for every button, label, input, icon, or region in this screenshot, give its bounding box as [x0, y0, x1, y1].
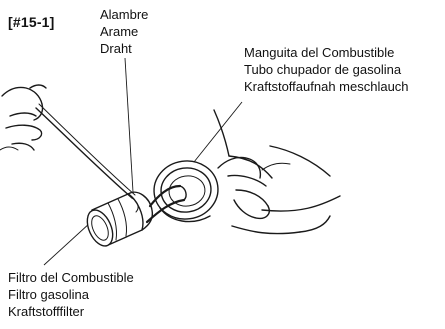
tank-filler-opening [153, 160, 219, 223]
fuel-filter [86, 191, 154, 247]
wire-label-es: Alambre [100, 7, 149, 22]
fuel-filter-label: Filtro del Combustible Filtro gasolina K… [8, 269, 134, 320]
wire-label-de: Draht [100, 41, 132, 56]
left-hand [0, 84, 47, 151]
wire-label: Alambre Arame Draht [100, 6, 148, 57]
figure-id: [#15-1] [8, 14, 55, 30]
fuel-hose-label-es: Manguita del Combustible [244, 45, 395, 60]
fuel-tank-body [213, 109, 341, 235]
wire-label-pt: Arame [100, 24, 139, 39]
fuel-hose-leader-line [185, 101, 243, 173]
fuel-filter-label-de: Kraftstofffilter [8, 304, 85, 319]
wire-leader-line [124, 57, 134, 193]
wire [35, 103, 139, 213]
fuel-filter-label-pt: Filtro gasolina [8, 287, 89, 302]
fuel-hose [145, 184, 187, 224]
fuel-filter-label-es: Filtro del Combustible [8, 270, 134, 285]
right-hand [217, 156, 291, 220]
fuel-hose-label-de: Kraftstoffaufnah meschlauch [244, 79, 409, 94]
fuel-hose-label: Manguita del Combustible Tubo chupador d… [244, 44, 409, 95]
fuel-hose-label-pt: Tubo chupador de gasolina [244, 62, 402, 77]
